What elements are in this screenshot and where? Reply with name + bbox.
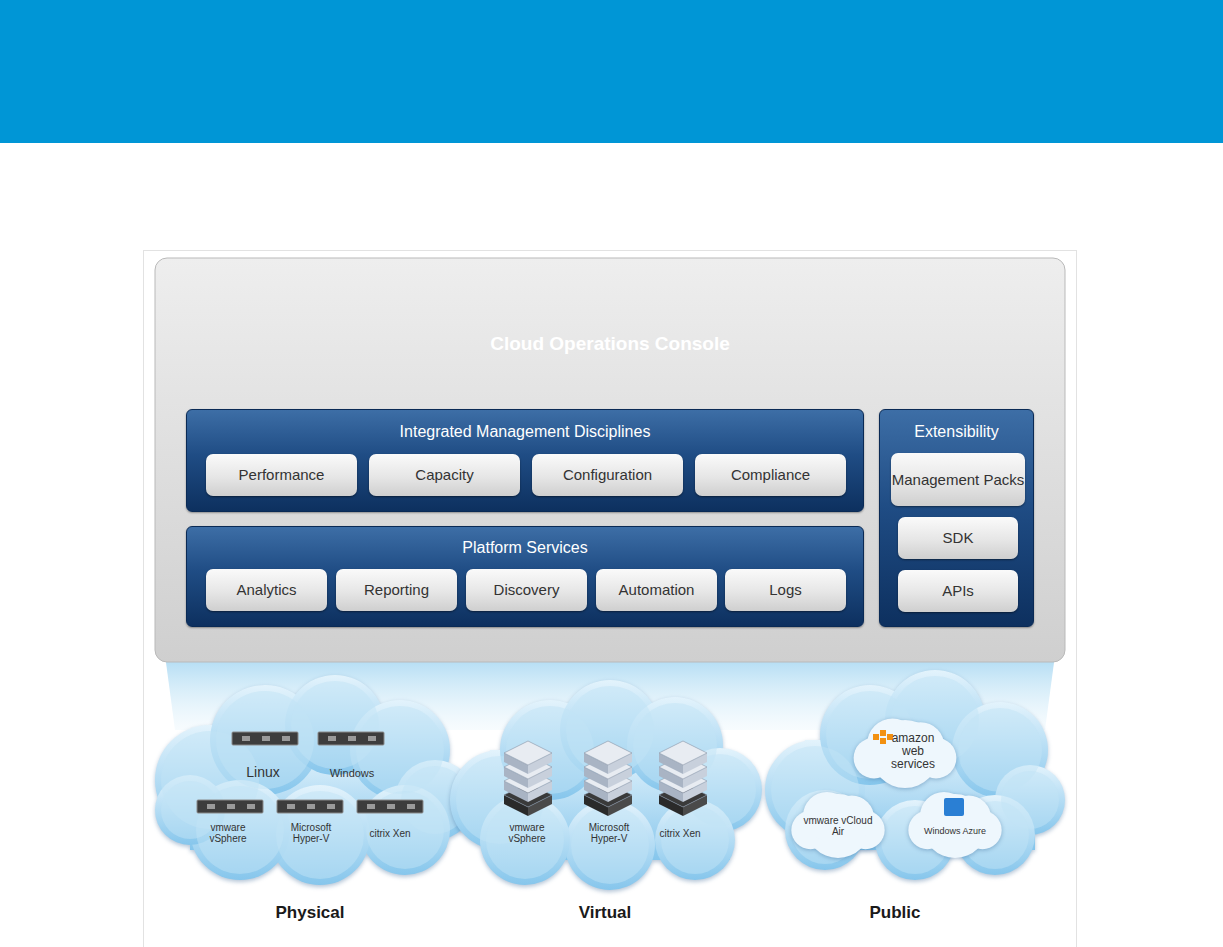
extensibility-group: Management PacksSDK APIs Extensibility xyxy=(879,409,1034,627)
platform-logo-text: amazon web services xyxy=(882,732,944,772)
discipline-group: Performance Capacity Configuration Complian… xyxy=(186,409,864,512)
service-group: Analytics Reporting Discovery Automation Log… xyxy=(186,526,864,627)
service-box: Logs xyxy=(725,569,846,611)
box-label: APIs xyxy=(942,582,974,599)
cloud-heading: Physical xyxy=(230,904,390,923)
platform-logo-text: vmware vSphere xyxy=(497,822,557,844)
extension-box: SDK xyxy=(898,517,1018,559)
box-label: Logs xyxy=(769,581,802,598)
box-label: Performance xyxy=(239,466,325,483)
platform-logo-text: citrix Xen xyxy=(655,828,705,839)
discipline-box: Performance xyxy=(206,454,357,496)
group-title: Integrated Management Disciplines xyxy=(187,423,863,441)
figure-frame xyxy=(144,251,1077,947)
azure-icon xyxy=(944,798,964,816)
service-box: Reporting xyxy=(336,569,457,611)
box-label: Discovery xyxy=(494,581,560,598)
platform-logo-text: Microsoft Hyper-V xyxy=(280,822,342,844)
group-title: Extensibility xyxy=(880,423,1033,441)
server-icon xyxy=(197,800,263,813)
physical-cloud: Physical Linux Windows vmware vSphere Micros… xyxy=(150,670,480,930)
box-label: Compliance xyxy=(731,466,810,483)
platform-logo-text: citrix Xen xyxy=(365,828,415,839)
host-stack xyxy=(504,741,552,816)
host-stack xyxy=(584,741,632,816)
service-cloud xyxy=(854,719,957,789)
box-label: Cloud Operations Console xyxy=(490,333,730,355)
platform-logo-text: Windows xyxy=(317,767,387,779)
aws-icon xyxy=(873,730,893,744)
header-band xyxy=(0,0,1223,143)
console-box: Cloud Operations Console xyxy=(186,293,1034,394)
server-icon xyxy=(232,732,298,745)
platform-logo-text: Linux xyxy=(228,765,298,780)
cloud-shape xyxy=(150,670,480,930)
console-panel xyxy=(155,258,1065,662)
box-label: Analytics xyxy=(236,581,296,598)
server-icon xyxy=(318,732,384,745)
virtual-cloud: Virtual vmware vSphere Microsoft Hyper-V ci… xyxy=(445,680,770,930)
extension-box: Management Packs xyxy=(891,453,1025,506)
service-cloud xyxy=(791,792,884,858)
service-cloud xyxy=(908,792,1001,858)
public-cloud: Public amazon web services vmware vCloud A… xyxy=(755,670,1070,930)
box-label: Management Packs xyxy=(892,471,1025,488)
discipline-box: Compliance xyxy=(695,454,846,496)
box-label: Reporting xyxy=(364,581,429,598)
platform-logo-text: vmware vSphere xyxy=(198,822,258,844)
service-box: Discovery xyxy=(466,569,587,611)
cloud-shape xyxy=(755,670,1070,930)
host-stack xyxy=(659,741,707,816)
box-label: Configuration xyxy=(563,466,652,483)
cloud-heading: Public xyxy=(815,904,975,923)
server-icon xyxy=(357,800,423,813)
service-box: Automation xyxy=(596,569,717,611)
discipline-box: Configuration xyxy=(532,454,683,496)
box-label: Capacity xyxy=(415,466,473,483)
discipline-box: Capacity xyxy=(369,454,520,496)
platform-logo-text: Microsoft Hyper-V xyxy=(578,822,640,844)
group-title: Platform Services xyxy=(187,539,863,557)
cloud-outline xyxy=(450,680,762,890)
server-icon xyxy=(277,800,343,813)
box-label: SDK xyxy=(943,529,974,546)
cloud-outline xyxy=(765,670,1065,880)
cloud-outline xyxy=(155,675,475,885)
platform-logo-text: vmware vCloud Air xyxy=(803,815,873,837)
box-label: Automation xyxy=(619,581,695,598)
extension-box: APIs xyxy=(898,570,1018,612)
cloud-shape xyxy=(445,680,770,930)
service-box: Analytics xyxy=(206,569,327,611)
platform-logo-text: Windows Azure xyxy=(920,827,990,837)
cloud-heading: Virtual xyxy=(525,904,685,923)
